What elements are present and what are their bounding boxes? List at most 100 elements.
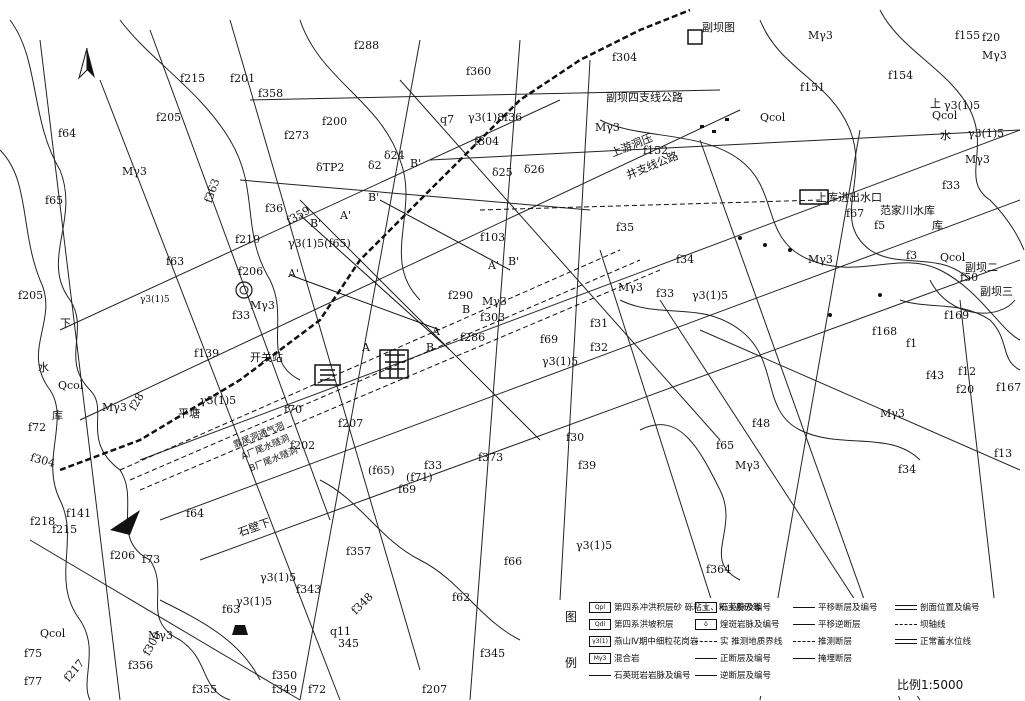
legend-item-label: 第四系洪坡积层 — [614, 620, 674, 630]
label-xia-shui: 水 — [38, 361, 49, 374]
code-f205-2: f205 — [18, 289, 44, 302]
code-f77: f77 — [24, 675, 43, 688]
rock-gamma-11: γ3(1)8 — [468, 111, 505, 124]
code-f36-2: f36 — [265, 202, 284, 215]
code-A4: A — [432, 325, 440, 338]
code-f69: f69 — [398, 483, 417, 496]
rock-gamma-2: γ3(1)5 — [968, 127, 1005, 140]
code-f65-3: f65 — [716, 439, 735, 452]
legend-item: γ3(1)燕山Ⅳ期中细粒花岗岩 — [589, 634, 698, 648]
label-xia: 下 — [60, 317, 71, 330]
code-f62: f62 — [452, 591, 471, 604]
code-f50: f50 — [960, 271, 979, 284]
rock-mg-11: Mγ3 — [735, 459, 760, 472]
code-tp2: δTP2 — [316, 161, 345, 174]
code-f36: f36 — [504, 111, 523, 124]
legend-item: 正断层及编号 — [695, 651, 771, 665]
legend-line-symbol — [793, 640, 815, 642]
code-f360: f360 — [466, 65, 492, 78]
legend-line-symbol — [589, 674, 611, 676]
code-f139: f139 — [194, 347, 220, 360]
code-B2: B' — [368, 191, 380, 204]
code-B1: B' — [310, 217, 322, 230]
code-f349: f349 — [272, 683, 298, 696]
code-f34-2: f34 — [898, 463, 917, 476]
code-f65-paren: (f65) — [368, 464, 395, 477]
label-pingtang: 平塘 — [178, 407, 200, 420]
code-f206-2: f206 — [110, 549, 136, 562]
rock-mg-12: Mγ3 — [102, 401, 127, 414]
label-shui: 水 — [940, 129, 951, 142]
code-d25: δ25 — [492, 166, 513, 179]
code-f43: f43 — [926, 369, 945, 382]
rock-qcol-3: Qcol — [940, 251, 966, 264]
code-f357: f357 — [346, 545, 372, 558]
code-f364: f364 — [706, 563, 732, 576]
rock-gamma-8: γ3(1)5 — [576, 539, 613, 552]
legend-line-symbol — [793, 606, 815, 608]
code-f290: f290 — [448, 289, 474, 302]
code-f169: f169 — [944, 309, 970, 322]
code-f12: f12 — [958, 365, 977, 378]
code-f206: f206 — [238, 265, 264, 278]
rock-mg-3: Mγ3 — [595, 121, 620, 134]
legend-item-label: 石英脉及编号 — [720, 603, 772, 613]
legend-item-label: 剖面位置及编号 — [920, 603, 980, 613]
rock-mg-2: Mγ3 — [982, 49, 1007, 62]
legend-item: 剖面位置及编号 — [895, 600, 980, 614]
code-f71-paren: (f71) — [406, 471, 433, 484]
legend-symbol: Qpl — [589, 601, 611, 613]
legend-item-label: 正常蓄水位线 — [920, 637, 972, 647]
code-f141: f141 — [66, 507, 92, 520]
legend-line-symbol — [895, 604, 917, 610]
code-f345: f345 — [480, 647, 506, 660]
legend-item: 坝轴线 — [895, 617, 946, 631]
code-d26: δ26 — [524, 163, 545, 176]
legend-symbol: Mγ3 — [589, 652, 611, 664]
legend-item-label: 煌斑岩脉及编号 — [720, 620, 780, 630]
legend-item-label: 实 推测地质界线 — [720, 637, 783, 647]
code-A1: A' — [288, 267, 299, 280]
legend-item-label: 坝轴线 — [920, 620, 946, 630]
code-f13: f13 — [994, 447, 1013, 460]
legend-scale: 比例1:5000 — [897, 678, 964, 692]
rock-mg-13: Mγ3 — [148, 629, 173, 642]
code-f304-2: f304 — [474, 135, 500, 148]
legend-item: 实 推测地质界线 — [695, 634, 782, 648]
legend-item: 平移断层及编号 — [793, 600, 878, 614]
legend-symbol: γ3(1) — [589, 635, 611, 647]
rock-mg-7: Mγ3 — [482, 295, 507, 308]
rock-mg-1: Mγ3 — [808, 29, 833, 42]
legend-symbol: Qdl — [589, 618, 611, 630]
rock-gamma-6: γ3(1)5 — [542, 355, 579, 368]
legend-line-symbol — [895, 638, 917, 644]
code-f205: f205 — [156, 111, 182, 124]
label-fanjia: 范家川水库 — [880, 204, 935, 217]
code-f30: f30 — [566, 431, 585, 444]
code-d2: δ2 — [368, 159, 382, 172]
rock-mg-10: Mγ3 — [880, 407, 905, 420]
code-f3: f3 — [906, 249, 918, 262]
legend-line-symbol — [793, 657, 815, 659]
code-f152: f152 — [643, 144, 669, 157]
rock-gamma-1: γ3(1)5 — [944, 99, 981, 112]
legend-item-label: 推测断层 — [818, 637, 853, 647]
label-fuba2: 副坝二 — [965, 261, 998, 274]
label-shangku: 上库进出水口 — [816, 191, 882, 204]
code-f219: f219 — [235, 233, 261, 246]
code-B6: B' — [508, 255, 520, 268]
code-f356: f356 — [128, 659, 154, 672]
code-f358: f358 — [258, 87, 284, 100]
label-kaiguan: 开关站 — [250, 351, 283, 364]
code-f343: f343 — [296, 583, 322, 596]
code-f31: f31 — [590, 317, 609, 330]
code-f355: f355 — [192, 683, 218, 696]
rock-mg-4: Mγ3 — [122, 165, 147, 178]
label-ku: 库 — [932, 219, 943, 232]
code-f63: f63 — [166, 255, 185, 268]
legend-symbol: δ — [695, 618, 717, 630]
